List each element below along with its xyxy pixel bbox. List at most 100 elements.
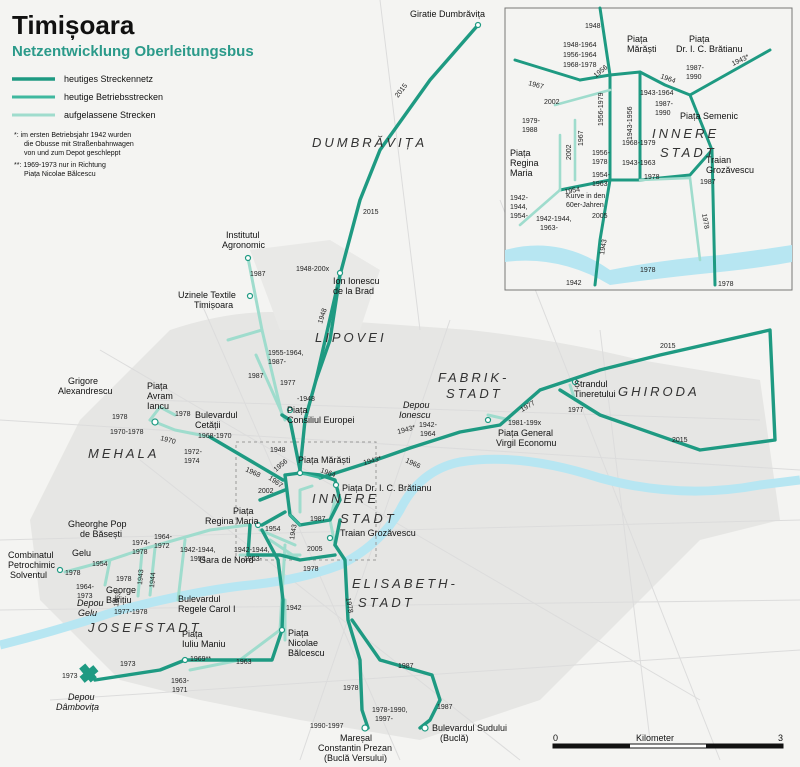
year-label: 1942-: [419, 422, 438, 429]
inset-year: 1968-1978: [563, 62, 597, 69]
stop-balcescu-2: Nicolae: [288, 638, 318, 648]
inset-year: 1964: [659, 73, 676, 85]
year-label: 1972: [154, 543, 170, 550]
stop-ion-ionescu-1: Ion Ionescu: [333, 276, 380, 286]
depot-gelu-2: Gelu: [78, 608, 97, 618]
inset-year: 1942: [566, 280, 582, 287]
year-label: 1978: [175, 411, 191, 418]
stop-george-1: George: [106, 585, 136, 595]
district-mehala: MEHALA: [88, 446, 159, 461]
depot-gelu-1: Depou: [77, 598, 104, 608]
stop-reginamaria-2: Regina Maria: [205, 516, 259, 526]
scale-label: Kilometer: [636, 733, 674, 743]
stop-labels: Giratie Dumbrăvița Institutul Agronomic …: [8, 9, 616, 763]
scale-zero: 0: [553, 733, 558, 743]
inset-district-stadt: STADT: [660, 145, 717, 160]
year-label: 1942-1944,: [234, 547, 269, 554]
year-label: 1981-199x: [508, 420, 542, 427]
map-title: Timișoara: [12, 10, 135, 40]
year-label: 1978: [303, 566, 319, 573]
district-elisabeth: ELISABETH-: [352, 576, 458, 591]
inset-year: 1948: [585, 23, 601, 30]
year-label: 1977-1978: [114, 609, 148, 616]
inset-semenic: Piața Semenic: [680, 111, 739, 121]
year-label: 1990-1997: [310, 723, 344, 730]
year-label: 1970-1978: [110, 429, 144, 436]
stop-virgil-2: Virgil Economu: [496, 438, 556, 448]
inset-year: 1943-1964: [640, 90, 674, 97]
district-innere: INNERE: [312, 491, 379, 506]
year-label: 1964-: [154, 534, 173, 541]
year-label: 1948: [270, 447, 286, 454]
stop-balcescu-1: Piața: [288, 628, 309, 638]
stop-marasti: Piața Mărăști: [298, 455, 351, 465]
stop-strandul-1: Ștrandul: [574, 379, 608, 389]
stop-uzinele-1: Uzinele Textile: [178, 290, 236, 300]
inset-year: 1956-: [592, 150, 611, 157]
year-label: 1978: [343, 685, 359, 692]
year-label: 1943: [289, 524, 299, 541]
legend: heutiges Streckennetz heutige Betriebsst…: [12, 74, 163, 178]
stop-virgil-1: Piața General: [498, 428, 553, 438]
legend-note2-line1: **: 1969-1973 nur in Richtung: [14, 162, 106, 169]
legend-abandoned: aufgelassene Strecken: [64, 110, 156, 120]
legend-note1-line2: die Obusse mit Straßenbahnwagen: [24, 141, 134, 148]
stop-george-2: Barițiu: [106, 595, 132, 605]
year-label: 1964: [319, 467, 336, 479]
year-label: 2002: [258, 488, 274, 495]
inset-year: 2002: [544, 99, 560, 106]
year-label: 1974-: [132, 540, 151, 547]
stop-maresal-3: (Buclă Versului): [324, 753, 387, 763]
inset-year: 1967: [578, 130, 585, 146]
inset-year: 1942-1944,: [536, 216, 571, 223]
stop-cetatii-2: Cetății: [195, 420, 221, 430]
inset-year: 1978: [644, 174, 660, 181]
stop-avram-1: Piața: [147, 381, 168, 391]
stop-giratie: Giratie Dumbrăvița: [410, 9, 485, 19]
year-label: 2015: [363, 209, 379, 216]
year-label: 1969**: [190, 656, 211, 663]
inset-reginamaria-3: Maria: [510, 168, 533, 178]
year-label: 1942-1944,: [180, 547, 215, 554]
stop-institutul-1: Institutul: [226, 230, 260, 240]
stop-sudului-2: (Buclă): [440, 733, 469, 743]
year-label: 1977: [280, 380, 296, 387]
legend-note2-line2: Piața Nicolae Bălcescu: [24, 171, 96, 178]
year-label: 1978: [65, 570, 81, 577]
inset-year: 1987-: [655, 101, 674, 108]
year-label: 1948: [317, 308, 329, 325]
stop-uzinele-2: Timișoara: [194, 300, 233, 310]
year-label: 1972-: [184, 449, 203, 456]
year-label: 1942: [286, 605, 302, 612]
inset-year: 1954-: [510, 213, 529, 220]
inset-traian-2: Grozăvescu: [706, 165, 754, 175]
year-label: 1978: [116, 576, 132, 583]
year-label: 1987: [310, 516, 326, 523]
stop-reginamaria-1: Piața: [233, 506, 254, 516]
inset-year: 1943: [599, 239, 609, 256]
year-label: 1987-: [268, 359, 287, 366]
year-label: 1987: [250, 271, 266, 278]
district-fabrik: FABRIK-: [438, 370, 509, 385]
inset-year: Kurve in den: [566, 193, 605, 200]
inset-year: 1956-1964: [563, 52, 597, 59]
stop-carol-2: Regele Carol I: [178, 604, 236, 614]
inset-year: 1954: [564, 186, 581, 196]
district-fabrik-stadt: STADT: [446, 386, 503, 401]
year-label: 1978-1990,: [372, 707, 407, 714]
inset-year: 1987: [700, 179, 716, 186]
stop-gheorghe-1: Gheorghe Pop: [68, 519, 127, 529]
inset-year: 1943-1956: [627, 106, 634, 140]
stop-grigore-2: Alexandrescu: [58, 386, 113, 396]
inset-year: 1979-: [522, 118, 541, 125]
stop-grigore-1: Grigore: [68, 376, 98, 386]
stop-sudului-1: Bulevardul Sudului: [432, 723, 507, 733]
legend-note1-line3: von und zum Depot geschleppt: [24, 150, 121, 157]
inset-year: 1978: [640, 267, 656, 274]
inset-year: 1956-1979: [598, 92, 605, 126]
legend-current-network: heutiges Streckennetz: [64, 74, 154, 84]
year-label: 1973: [77, 593, 93, 600]
inset-year: 1990: [655, 110, 671, 117]
year-label: 1963: [113, 591, 123, 608]
year-label: 1978: [344, 597, 354, 614]
